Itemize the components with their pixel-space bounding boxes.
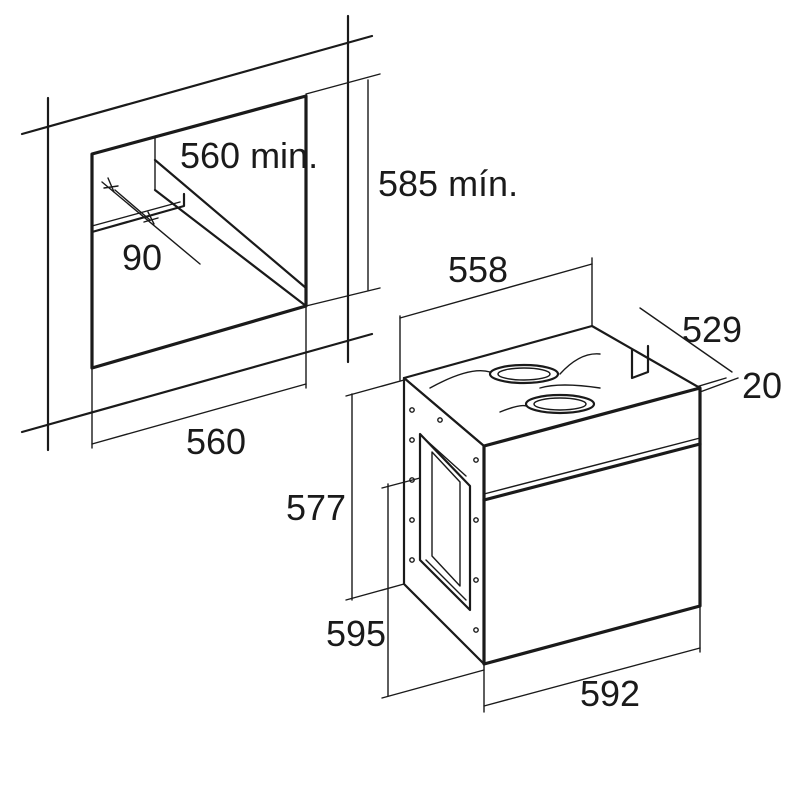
side-rail-braces [425,439,467,601]
niche-diagonal-lower [153,188,308,308]
rivet [437,417,443,423]
oven-front-height-label: 595 [326,613,386,654]
rivet [409,557,415,563]
oven-control-panel-line [482,442,702,502]
rivet [473,627,479,633]
body-height-extension-bottom [345,583,405,601]
oven-drawing: 558 529 20 577 595 592 [286,249,782,714]
vent-measure-line [114,189,151,221]
niche-vent-shelf [90,192,186,234]
oven-depth-label: 529 [682,309,742,350]
body-height-extension-top [345,379,405,397]
heating-element-bottom-icon [524,393,596,415]
oven-body-height-label: 577 [286,487,346,528]
oven-width-dimension-line [399,263,593,319]
niche-height-label: 585 mín. [378,163,518,204]
oven-front-width-label: 592 [580,673,640,714]
oven-control-panel-line-inner [483,437,701,495]
niche-diagonal-upper [153,158,308,290]
width-dimension-line [91,383,307,445]
side-rail-inner [431,451,461,587]
niche-top-extension-line [20,34,374,136]
rivet [473,517,479,523]
niche-bottom-extension-line [20,332,374,434]
niche-depth-label: 560 min. [180,135,318,176]
vent-arrow-left-icon [103,177,119,193]
vent-dimension-line [101,181,201,265]
niche-width-label: 560 [186,421,246,462]
rear-bracket-icon [630,344,650,380]
rivet [473,457,479,463]
oven-front-extension-line [699,377,739,393]
heating-element-top-icon [488,363,560,385]
height-extension-top [305,73,381,95]
rivet [409,517,415,523]
niche-vent-shelf-inner [91,201,181,227]
front-height-extension-bottom [381,669,485,699]
rivet [473,577,479,583]
rivet [409,437,415,443]
heating-element-top-inner [497,367,551,381]
rivet [409,407,415,413]
niche-drawing: 560 min. 585 mín. 90 560 [20,14,518,462]
vent-arrow-right-icon [143,211,159,225]
oven-width-label: 558 [448,249,508,290]
oven-front-thickness-label: 20 [742,365,782,406]
niche-vent-label: 90 [122,237,162,278]
heating-element-bottom-inner [533,397,587,411]
oven-depth-dimension-line [639,307,733,373]
top-face-wiring [429,353,601,413]
front-width-dimension-line [483,647,701,707]
height-extension-bottom [305,287,381,307]
side-rail-outer [418,432,472,612]
